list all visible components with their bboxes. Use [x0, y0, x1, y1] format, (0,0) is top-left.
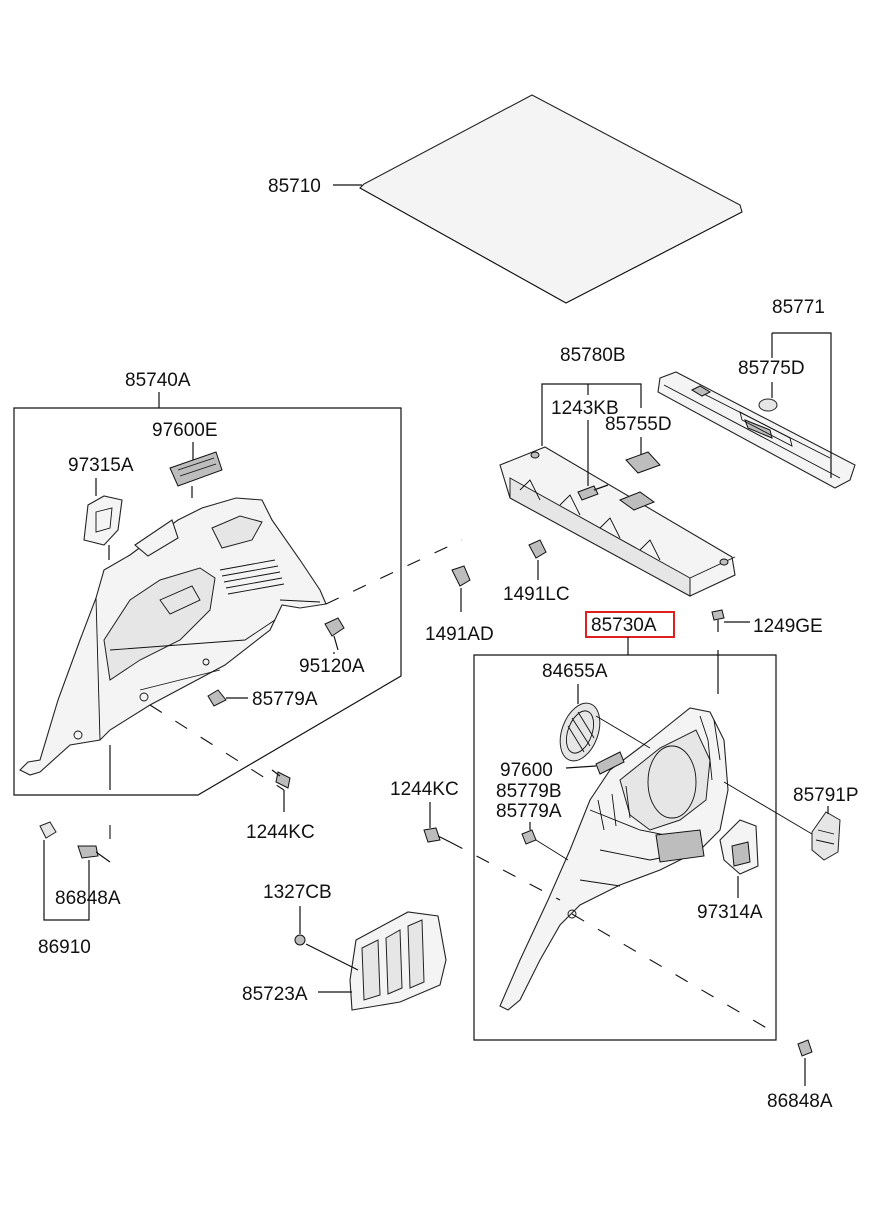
label-85791P: 85791P — [793, 785, 859, 806]
trunk-sill-plate-part — [657, 371, 856, 489]
label-85723A: 85723A — [242, 984, 308, 1005]
label-84655A: 84655A — [542, 661, 608, 682]
right-quarter-trim-part — [499, 707, 729, 1011]
luggage-tray-part — [499, 446, 736, 597]
mounting-bracket-part — [134, 519, 179, 557]
bolt-86848A-left-part — [77, 845, 111, 863]
cover-panel-85723A-part — [349, 911, 447, 1011]
clip-85779A-left-part — [207, 689, 227, 707]
screw-1244KC-right-part — [423, 827, 451, 843]
label-1244KC-right: 1244KC — [390, 779, 459, 800]
nut-86910-part — [39, 821, 57, 839]
label-1249GE: 1249GE — [753, 616, 823, 637]
nut-1327CB-part — [294, 934, 306, 946]
clip-1491AD-part — [451, 565, 471, 587]
highlight-box-85730A — [585, 611, 675, 638]
tray-clip-part — [528, 539, 547, 559]
label-95120A: 95120A — [299, 656, 365, 677]
tray-cap-part — [625, 451, 661, 474]
left-assembly-frame — [13, 407, 402, 796]
screw-1244KC-left-part — [271, 769, 291, 789]
label-86910: 86910 — [38, 937, 91, 958]
label-1243KB: 1243KB — [551, 398, 619, 419]
cover-97314A-part — [719, 819, 759, 875]
label-85710: 85710 — [268, 176, 321, 197]
tray-bolt-part — [577, 484, 609, 501]
label-85780B: 85780B — [560, 345, 626, 366]
grille-97600-part — [595, 751, 625, 775]
label-85779B: 85779B — [496, 781, 562, 802]
left-quarter-trim-part — [19, 497, 327, 776]
label-85779A-right: 85779A — [496, 801, 562, 822]
label-85775D: 85775D — [738, 358, 805, 379]
label-85779A-left: 85779A — [252, 689, 318, 710]
screw-1249GE-part — [711, 609, 725, 632]
label-1491AD: 1491AD — [425, 624, 494, 645]
label-86848A-right: 86848A — [767, 1091, 833, 1112]
label-85755D: 85755D — [605, 414, 672, 435]
label-97314A: 97314A — [697, 902, 763, 923]
grille-97600E-part — [169, 451, 223, 487]
label-85771: 85771 — [772, 297, 825, 318]
cargo-cover-part — [333, 94, 743, 304]
cover-85791P-part — [811, 811, 841, 861]
clip-86848A-right-part — [797, 1039, 813, 1057]
label-86848A-left: 86848A — [55, 888, 121, 909]
speaker-grille-84655A-part — [559, 702, 601, 762]
clip-85779-right-part — [521, 829, 537, 845]
label-1491LC: 1491LC — [503, 584, 570, 605]
label-85740A: 85740A — [125, 370, 191, 391]
label-1327CB: 1327CB — [263, 882, 332, 903]
label-1244KC-left: 1244KC — [246, 822, 315, 843]
label-97600E: 97600E — [152, 420, 218, 441]
cover-97315A-part — [83, 495, 123, 546]
label-97315A: 97315A — [68, 455, 134, 476]
right-assembly-frame — [473, 654, 777, 1041]
bolt-95120A-part — [324, 617, 345, 651]
label-85730A: 85730A — [591, 615, 657, 636]
label-97600: 97600 — [500, 760, 553, 781]
